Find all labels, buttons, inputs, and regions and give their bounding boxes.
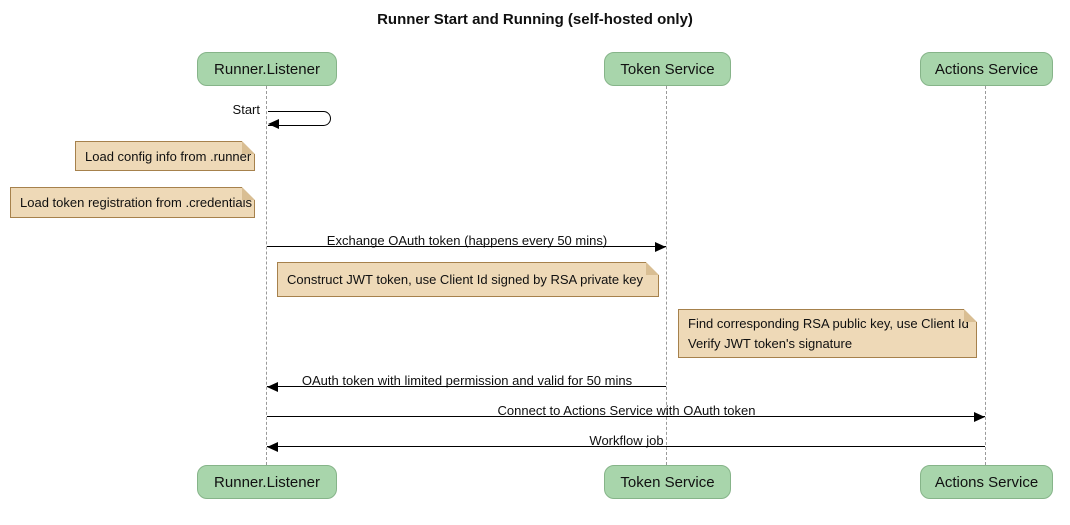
participant-runner-listener-bottom: Runner.Listener	[197, 465, 337, 499]
lifeline-token-service	[666, 86, 667, 465]
lifeline-runner-listener	[266, 86, 267, 465]
note-text: Load token registration from .credential…	[20, 195, 252, 210]
participant-label: Actions Service	[934, 60, 1039, 78]
note-text-line1: Find corresponding RSA public key, use C…	[688, 316, 969, 331]
note-text: Construct JWT token, use Client Id signe…	[287, 272, 643, 287]
participant-label: Token Service	[620, 60, 715, 78]
message-connect-actions-label: Connect to Actions Service with OAuth to…	[497, 403, 756, 418]
arrowhead-left-icon	[268, 119, 279, 129]
message-oauth-token-line	[267, 386, 666, 387]
note-text: Load config info from .runner	[85, 149, 252, 164]
message-exchange-oauth-line	[267, 246, 666, 247]
note-construct-jwt: Construct JWT token, use Client Id signe…	[277, 262, 659, 297]
lifeline-actions-service	[985, 86, 986, 465]
participant-token-service-top: Token Service	[604, 52, 731, 86]
message-start-label: Start	[232, 102, 260, 117]
participant-label: Actions Service	[934, 473, 1039, 491]
arrowhead-left-icon	[267, 442, 278, 452]
arrowhead-left-icon	[267, 382, 278, 392]
participant-label: Runner.Listener	[214, 473, 320, 491]
arrowhead-right-icon	[655, 242, 666, 252]
message-connect-actions-line	[267, 416, 985, 417]
message-workflow-job-label: Workflow job	[589, 433, 664, 448]
note-text-line2: Verify JWT token's signature	[688, 336, 853, 351]
message-start-self-loop	[268, 111, 331, 126]
message-exchange-oauth-label: Exchange OAuth token (happens every 50 m…	[326, 233, 608, 248]
message-oauth-token-label: OAuth token with limited permission and …	[301, 373, 633, 388]
participant-actions-service-top: Actions Service	[920, 52, 1053, 86]
participant-runner-listener-top: Runner.Listener	[197, 52, 337, 86]
arrowhead-right-icon	[974, 412, 985, 422]
participant-label: Token Service	[620, 473, 715, 491]
diagram-title: Runner Start and Running (self-hosted on…	[377, 11, 693, 28]
note-load-token-registration: Load token registration from .credential…	[10, 187, 255, 218]
note-verify-jwt: Find corresponding RSA public key, use C…	[678, 309, 977, 358]
participant-token-service-bottom: Token Service	[604, 465, 731, 499]
message-workflow-job-line	[267, 446, 985, 447]
participant-actions-service-bottom: Actions Service	[920, 465, 1053, 499]
participant-label: Runner.Listener	[214, 60, 320, 78]
note-load-config: Load config info from .runner	[75, 141, 255, 171]
